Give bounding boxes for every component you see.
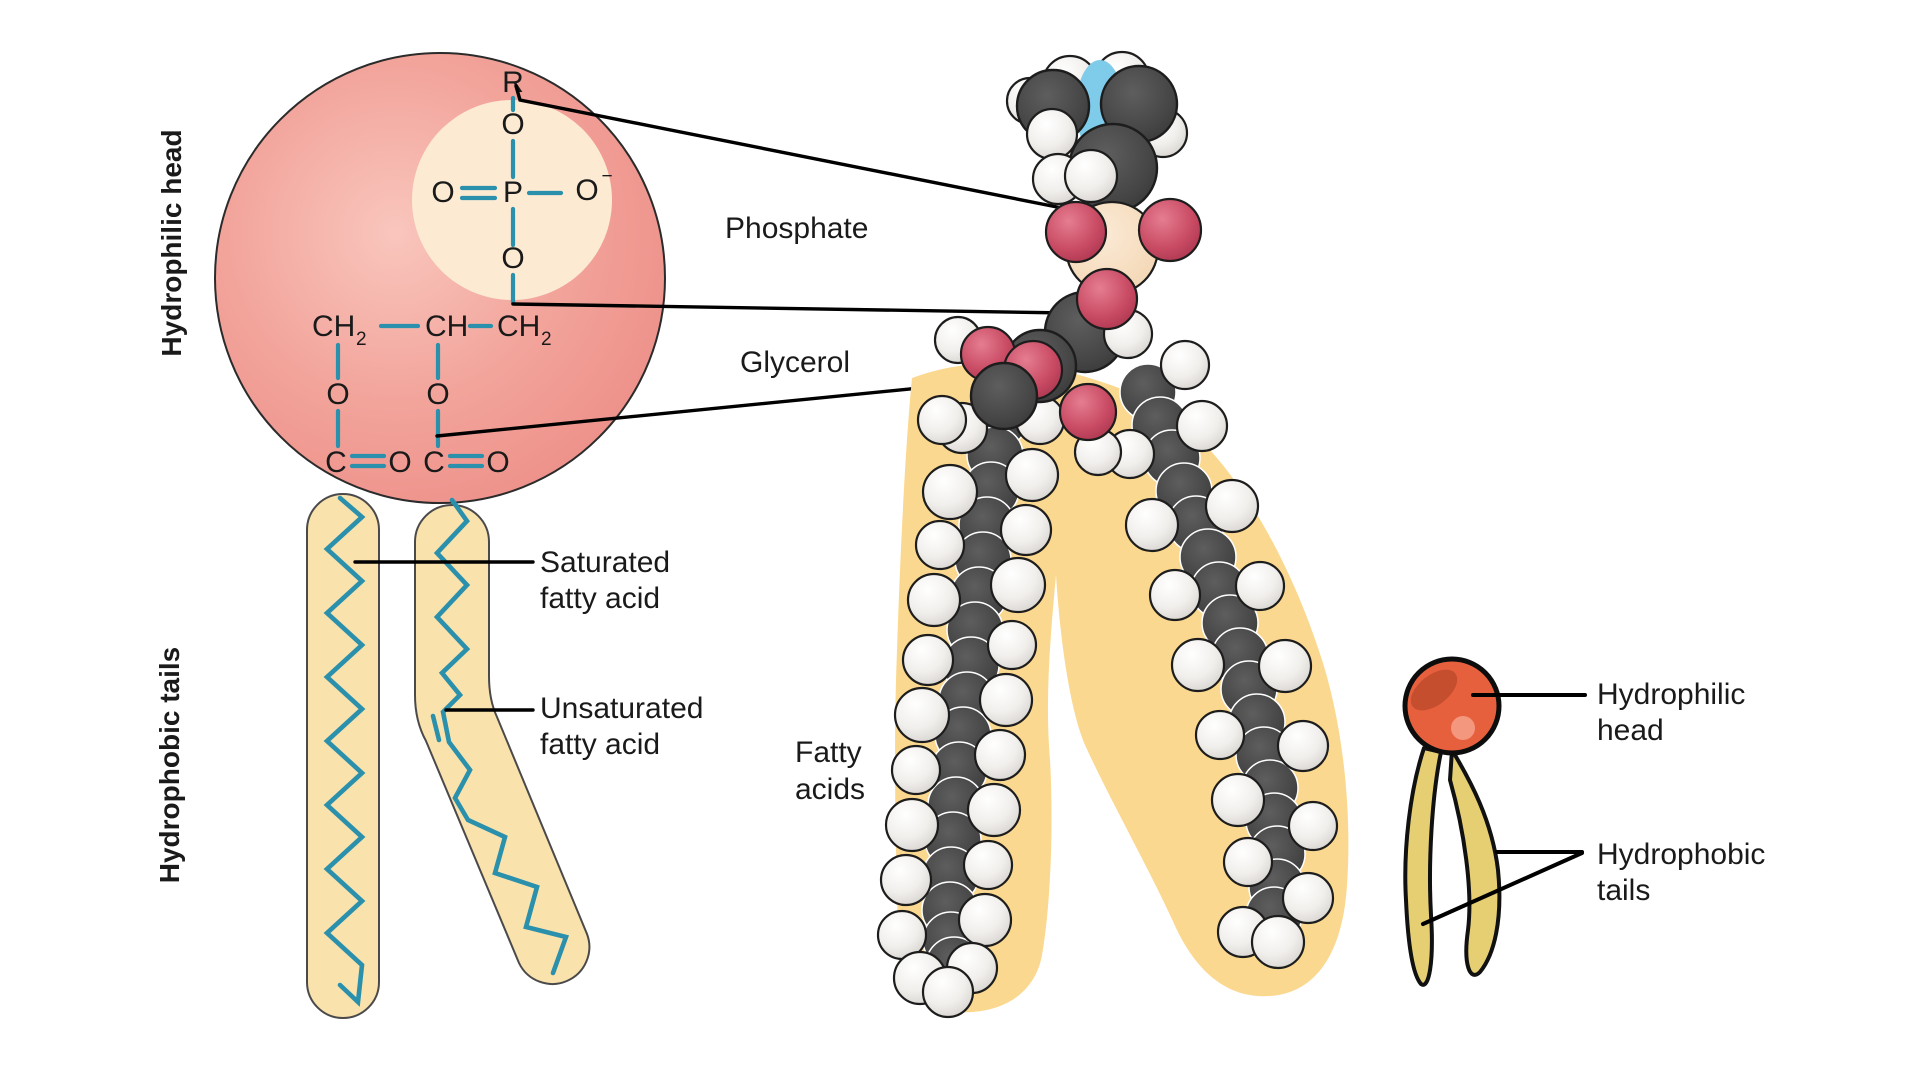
phosphate-oxygen — [1137, 197, 1203, 263]
atom-C: C — [423, 446, 445, 479]
group-CH: CH — [425, 310, 468, 343]
unsaturated-label: Unsaturated — [540, 692, 703, 725]
subscript-2: 2 — [541, 329, 552, 350]
saturated-label-2: fatty acid — [540, 582, 660, 615]
icon-annotations: Hydrophilic head Hydrophobic tails — [1421, 678, 1765, 926]
subscript-2: 2 — [356, 329, 367, 350]
fatty-acids-label-2: acids — [795, 773, 865, 806]
fatty-acid-leader-line — [435, 380, 982, 438]
atom-P: P — [503, 176, 523, 209]
atom-O-minus: O — [575, 174, 598, 207]
chemical-bonds — [335, 95, 564, 469]
atom-R: R — [502, 66, 524, 99]
group-CH2: CH — [497, 310, 540, 343]
phosphate-highlight-circle — [412, 100, 612, 300]
atom-C: C — [325, 446, 347, 479]
cross-leader-lines — [435, 84, 1070, 438]
right-fatty-acid-chain — [1119, 363, 1306, 944]
phosphate-oxygen — [1075, 267, 1139, 331]
icon-head-label-2: head — [1597, 714, 1664, 747]
right-chain-hydrogens — [1104, 339, 1339, 970]
icon-tail-left — [1403, 746, 1443, 987]
icon-head-label: Hydrophilic — [1597, 678, 1745, 711]
icon-tails-label: Hydrophobic — [1597, 838, 1765, 871]
phosphate-label: Phosphate — [725, 212, 868, 245]
phospholipid-icon — [1402, 656, 1502, 987]
side-label-hydrophobic-tails: Hydrophobic tails — [154, 647, 185, 883]
schematic-tails — [306, 493, 591, 1019]
icon-head-highlight — [1451, 716, 1475, 740]
atom-O: O — [486, 446, 509, 479]
phosphate-oxygen — [1044, 200, 1108, 264]
glycerol-leader-line — [511, 302, 1070, 315]
icon-head-shade — [1410, 669, 1458, 711]
glycerol-label: Glycerol — [740, 346, 850, 379]
phosphate-leader-line — [514, 84, 1064, 210]
side-label-hydrophilic-head: Hydrophilic head — [156, 129, 187, 356]
atom-O: O — [431, 176, 454, 209]
atom-O: O — [326, 378, 349, 411]
group-CH2: CH — [312, 310, 355, 343]
minus-charge: − — [601, 166, 612, 187]
unsaturated-label-2: fatty acid — [540, 728, 660, 761]
icon-tails-label-2: tails — [1597, 874, 1650, 907]
unsaturated-zigzag — [433, 497, 570, 976]
glycerol-carbon — [969, 361, 1039, 431]
glycerol-group — [916, 290, 1154, 477]
atom-O: O — [388, 446, 411, 479]
icon-tails-leader-line-2 — [1421, 851, 1584, 926]
unsaturated-tail-shape — [414, 504, 591, 985]
atom-O: O — [426, 378, 449, 411]
phosphate-group — [1044, 197, 1203, 331]
saturated-zigzag — [323, 495, 366, 1007]
ester-oxygen — [1058, 382, 1118, 442]
tail-annotations: Saturated fatty acid Unsaturated fatty a… — [353, 546, 703, 761]
fatty-acids-label: Fatty — [795, 736, 862, 769]
icon-tail-right — [1448, 748, 1502, 977]
choline-group — [1005, 50, 1189, 214]
schematic-head-circle — [214, 52, 666, 504]
saturated-label: Saturated — [540, 546, 670, 579]
chemical-formula: R O O P O − O CH 2 CH CH 2 O O C O C O — [312, 66, 613, 479]
atom-O: O — [501, 242, 524, 275]
atom-O: O — [501, 108, 524, 141]
double-bond-mark — [430, 713, 442, 743]
